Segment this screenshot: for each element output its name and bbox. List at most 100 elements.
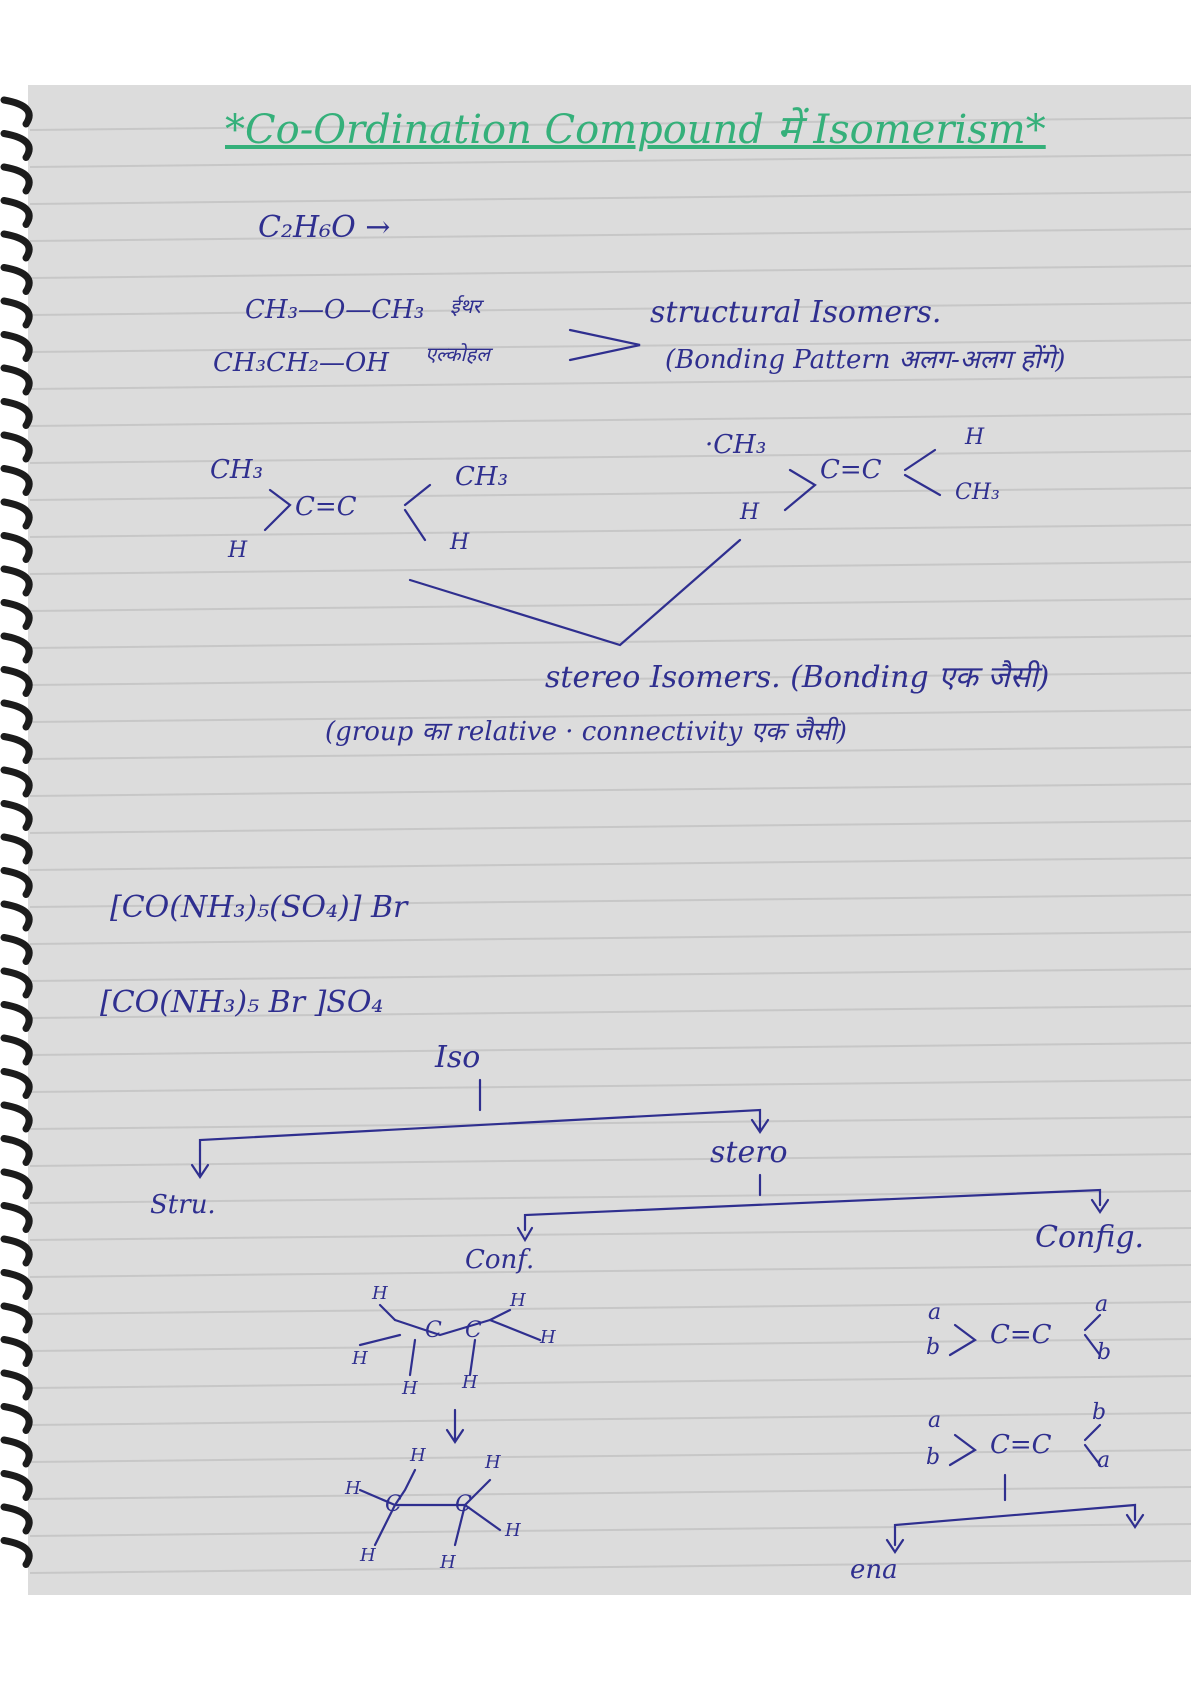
conf-atom-c: C [455, 1492, 472, 1517]
config-atom-b: b [926, 1445, 941, 1470]
stereo-isomers-line: stereo Isomers. (Bonding एक जैसी) [545, 660, 1050, 695]
spiral-coil [0, 967, 33, 999]
spiral-coil [0, 1403, 33, 1434]
spiral-coil [0, 1101, 33, 1133]
config-atom-a: a [928, 1408, 942, 1433]
spiral-coil [0, 800, 33, 831]
trans-h-left: H [740, 500, 760, 525]
spiral-coil [0, 197, 33, 228]
structural-isomers-label: structural Isomers. [650, 295, 942, 330]
spiral-coil [0, 1135, 33, 1166]
cis-h-right: H [450, 530, 470, 555]
spiral-coil [0, 398, 33, 429]
spiral-coil [0, 1302, 33, 1334]
spiral-coil [0, 766, 33, 798]
config-cc: C=C [990, 1430, 1052, 1460]
spiral-coil [0, 1470, 33, 1501]
spiral-coil [0, 431, 33, 463]
ethanol-label: एल्कोहल [425, 342, 490, 366]
spiral-coil [0, 632, 33, 664]
conf-atom-h: H [402, 1378, 418, 1399]
conf-atom-c: C [465, 1318, 482, 1343]
trans-cc: C=C [820, 455, 882, 485]
ether-formula: CH₃—O—CH₃ [245, 295, 425, 325]
spiral-coil [0, 1503, 33, 1535]
tree-config: Config. [1035, 1220, 1145, 1255]
conf-atom-h: H [410, 1445, 426, 1466]
spiral-coil [0, 465, 33, 496]
spiral-coil [0, 1034, 33, 1066]
spiral-coil [0, 1001, 33, 1032]
spiral-coil [0, 96, 33, 128]
conf-atom-h: H [352, 1348, 368, 1369]
conf-atom-h: H [345, 1478, 361, 1499]
ethanol-formula: CH₃CH₂—OH [213, 348, 389, 378]
spiral-coil [0, 1336, 33, 1367]
spiral-binding [0, 96, 33, 1568]
spiral-coil [0, 1537, 33, 1568]
spiral-coil [0, 364, 33, 396]
spiral-coil [0, 565, 33, 597]
conf-atom-h: H [440, 1552, 456, 1573]
trans-ch3-left: ·CH₃ [705, 430, 767, 460]
spiral-coil [0, 1202, 33, 1233]
spiral-coil [0, 934, 33, 965]
ether-label: ईथर [450, 294, 481, 318]
cis-ch3-right: CH₃ [455, 462, 508, 492]
tree-conf: Conf. [465, 1245, 535, 1275]
stereo-connectivity-line: (group का relative · connectivity एक जैस… [325, 717, 847, 747]
cis-ch3-left: CH₃ [210, 455, 263, 485]
spiral-coil [0, 1436, 33, 1468]
config-atom-b: b [1092, 1400, 1107, 1425]
structural-isomers-note: (Bonding Pattern अलग-अलग होंगे) [665, 345, 1066, 375]
config-atom-b: b [926, 1335, 941, 1360]
paper-sheet [28, 85, 1191, 1595]
complex-bromide-inside: [CO(NH₃)₅ Br ]SO₄ [100, 985, 384, 1020]
conf-atom-h: H [462, 1372, 478, 1393]
bottom-label: ena [850, 1555, 898, 1585]
config-atom-a: a [928, 1300, 942, 1325]
spiral-coil [0, 1269, 33, 1300]
formula: C₂H₆O → [258, 210, 391, 245]
tree-stru: Stru. [150, 1190, 216, 1220]
spiral-coil [0, 1369, 33, 1401]
spiral-coil [0, 130, 33, 161]
trans-h-right: H [965, 425, 985, 450]
spiral-coil [0, 833, 33, 865]
spiral-coil [0, 331, 33, 362]
spiral-coil [0, 867, 33, 898]
spiral-coil [0, 1168, 33, 1200]
conf-atom-h: H [505, 1520, 521, 1541]
conf-atom-h: H [485, 1452, 501, 1473]
conf-atom-c: C [425, 1318, 442, 1343]
config-atom-a: a [1095, 1292, 1109, 1317]
config-atom-b: b [1097, 1340, 1112, 1365]
conf-atom-h: H [510, 1290, 526, 1311]
conf-atom-c: C [385, 1492, 402, 1517]
spiral-coil [0, 599, 33, 630]
tree-root-iso: Iso [435, 1040, 481, 1075]
spiral-coil [0, 498, 33, 530]
spiral-coil [0, 1068, 33, 1099]
trans-ch3-right: CH₃ [955, 480, 1000, 505]
conf-atom-h: H [372, 1283, 388, 1304]
conf-atom-h: H [360, 1545, 376, 1566]
cis-h-left: H [228, 538, 248, 563]
tree-stero: stero [710, 1135, 788, 1170]
spiral-coil [0, 666, 33, 697]
spiral-coil [0, 264, 33, 295]
page-title: *Co-Ordination Compound में Isomerism* [225, 107, 1046, 153]
spiral-coil [0, 532, 33, 563]
config-atom-a: a [1097, 1448, 1111, 1473]
spiral-coil [0, 733, 33, 764]
cis-cc: C=C [295, 492, 357, 522]
spiral-coil [0, 297, 33, 329]
spiral-coil [0, 163, 33, 195]
complex-sulphate-inside: [CO(NH₃)₅(SO₄)] Br [110, 890, 408, 925]
spiral-coil [0, 230, 33, 262]
conf-atom-h: H [540, 1327, 556, 1348]
spiral-coil [0, 699, 33, 731]
spiral-coil [0, 1235, 33, 1267]
config-cc: C=C [990, 1320, 1052, 1350]
